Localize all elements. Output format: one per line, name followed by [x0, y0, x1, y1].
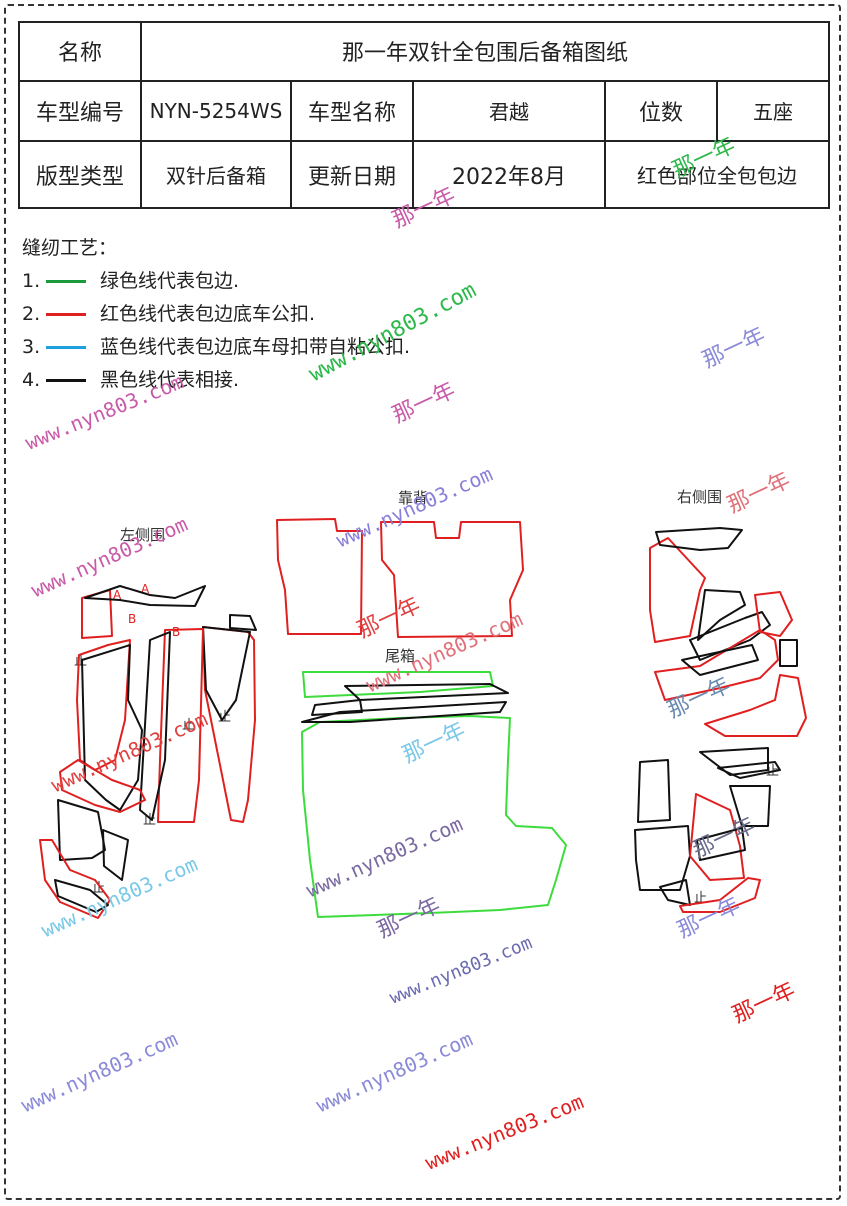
legend-text: 蓝色线代表包边底车母扣带自粘公扣. [100, 336, 411, 358]
model-code: NYN-5254WS [140, 79, 292, 143]
model-name: 君越 [412, 79, 606, 143]
spec-table: 名称 那一年双针全包围后备箱图纸 车型编号 NYN-5254WS 车型名称 君越… [18, 21, 831, 209]
marker-b: B [172, 625, 181, 639]
right-side-label: 右侧围 [677, 488, 723, 506]
right-top-piece [649, 537, 706, 643]
legend-item: 4. 黑色线代表相接. [22, 364, 410, 397]
spec-row-name: 名称 那一年双针全包围后备箱图纸 [18, 21, 831, 82]
red-line-swatch [46, 313, 86, 316]
update-date: 2022年8月 [412, 140, 606, 209]
legend-item: 3. 蓝色线代表包边底车母扣带自粘公扣. [22, 331, 410, 364]
legend-item: 2. 红色线代表包边底车公扣. [22, 298, 410, 331]
marker-a: A [113, 588, 122, 602]
label-model-name: 车型名称 [290, 79, 414, 143]
stop-marker: 止 [182, 718, 196, 733]
left-side-label: 左侧围 [120, 526, 166, 544]
label-model-code: 车型编号 [18, 79, 142, 143]
trunk-top-strip [302, 671, 494, 698]
legend-title: 缝纫工艺： [22, 237, 118, 259]
backrest-label: 靠背 [398, 489, 429, 507]
spec-row-type: 版型类型 双针后备箱 更新日期 2022年8月 红色部位全包包边 [18, 140, 831, 209]
legend-text: 绿色线代表包边. [100, 270, 240, 292]
legend-num: 2. [22, 303, 41, 325]
legend-num: 4. [22, 369, 41, 391]
black-line-swatch [46, 379, 86, 382]
blue-line-swatch [46, 346, 86, 349]
legend-num: 3. [22, 336, 41, 358]
stop-marker: 止 [74, 654, 88, 669]
marker-a: A [141, 582, 150, 596]
label-update-date: 更新日期 [290, 140, 414, 209]
sewing-legend: 缝纫工艺： 1. 绿色线代表包边. 2. 红色线代表包边底车公扣. 3. 蓝色线… [22, 232, 410, 397]
spec-row-model: 车型编号 NYN-5254WS 车型名称 君越 位数 五座 [18, 79, 831, 143]
stop-marker: 止 [92, 881, 106, 896]
marker-b: B [128, 612, 137, 626]
backrest-left-panel [276, 518, 363, 635]
label-name: 名称 [18, 21, 142, 82]
pattern-type: 双针后备箱 [140, 140, 292, 209]
legend-item: 1. 绿色线代表包边. [22, 265, 410, 298]
legend-num: 1. [22, 270, 41, 292]
page-border [4, 4, 841, 1200]
red-area-note: 红色部位全包包边 [603, 140, 831, 209]
trunk-label: 尾箱 [385, 647, 416, 665]
trunk-floor-panel [301, 715, 567, 918]
backrest-right-panel [380, 521, 524, 638]
green-line-swatch [46, 280, 86, 283]
label-seats: 位数 [604, 79, 718, 143]
legend-text: 红色线代表包边底车公扣. [100, 303, 316, 325]
seats: 五座 [715, 79, 831, 143]
label-pattern-type: 版型类型 [18, 140, 142, 209]
legend-text: 黑色线代表相接. [100, 369, 240, 391]
doc-title: 那一年双针全包围后备箱图纸 [139, 21, 831, 82]
